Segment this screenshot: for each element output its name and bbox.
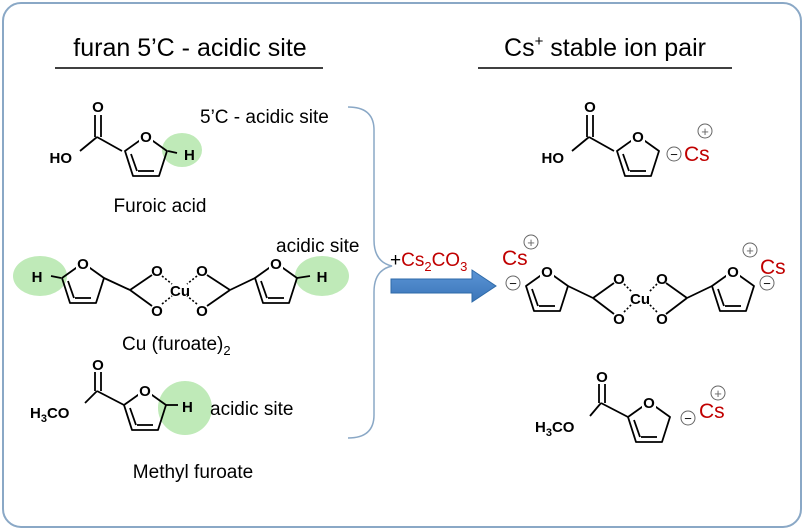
atom-ho: HO [50, 150, 73, 167]
atom-h: H [32, 269, 43, 286]
atom-o: O [656, 311, 668, 328]
positive-charge: + [714, 386, 722, 401]
right-heading: Cs+ stable ion pair [504, 33, 706, 62]
positive-charge-icon [697, 123, 713, 139]
methyl-furoate-name: Methyl furoate [133, 462, 253, 483]
cs-methyl-furoate-ion-pair: O O H3CO − Cs + [535, 369, 726, 443]
positive-charge-icon [742, 242, 758, 258]
atom-cu: Cu [630, 291, 650, 308]
atom-o: O [613, 311, 625, 328]
atom-methoxy: H3CO [30, 405, 70, 425]
cesium-cation: Cs [684, 143, 710, 166]
cs-cu-furoate-ion-pair: Cs + − O O O O O O Cu − Cs [502, 234, 786, 328]
atom-o: O [727, 264, 739, 281]
atom-o: O [270, 256, 282, 273]
atom-h: H [182, 399, 193, 416]
negative-charge-icon [759, 275, 775, 291]
atom-o: O [596, 369, 608, 386]
atom-h: H [317, 269, 328, 286]
atom-ho: HO [542, 150, 565, 167]
positive-charge: + [527, 235, 535, 250]
furoic-acid-molecule: O O HO H [50, 99, 202, 177]
methyl-site-label: acidic site [210, 399, 293, 420]
right-panel: Cs+ stable ion pair O O HO − Cs + Cs + − [478, 33, 786, 443]
atom-o: O [139, 383, 151, 400]
atom-h: H [184, 147, 195, 164]
atom-o: O [77, 256, 89, 273]
atom-o: O [656, 271, 668, 288]
atom-methoxy: H3CO [535, 419, 575, 439]
atom-o: O [140, 129, 152, 146]
atom-o: O [584, 99, 596, 116]
atom-o: O [632, 129, 644, 146]
negative-charge-icon [666, 146, 682, 162]
cesium-cation: Cs [699, 400, 725, 423]
positive-charge: + [746, 243, 754, 258]
grouping-brace [347, 106, 393, 439]
acidic-site-highlight [295, 256, 349, 296]
atom-o: O [613, 271, 625, 288]
cs-furoate-ion-pair: O O HO − Cs + [542, 99, 713, 177]
negative-charge: − [684, 411, 692, 426]
left-panel: furan 5’C - acidic site O O HO H 5’C - a… [13, 34, 359, 483]
cesium-cation: Cs [760, 256, 786, 279]
reagent-label: +Cs2CO3 [390, 250, 467, 274]
negative-charge: − [509, 276, 517, 291]
negative-charge: − [763, 276, 771, 291]
atom-o: O [151, 303, 163, 320]
atom-o: O [541, 264, 553, 281]
acidic-site-highlight [158, 381, 212, 435]
atom-o: O [151, 263, 163, 280]
furoic-acid-name: Furoic acid [114, 196, 207, 217]
positive-charge: + [701, 124, 709, 139]
reaction-arrow [390, 269, 497, 303]
methyl-furoate-molecule: O O H3CO H [30, 357, 212, 435]
atom-o: O [643, 395, 655, 412]
atom-o: O [196, 263, 208, 280]
furoic-site-label: 5’C - acidic site [200, 107, 329, 128]
cu-furoate-molecule: O O O O O O Cu H H [13, 252, 349, 320]
positive-charge-icon [710, 385, 726, 401]
negative-charge-icon [680, 410, 696, 426]
negative-charge-icon [505, 275, 521, 291]
negative-charge: − [670, 147, 678, 162]
atom-o: O [196, 303, 208, 320]
cesium-cation: Cs [502, 247, 528, 270]
positive-charge-icon [523, 234, 539, 250]
acidic-site-highlight [13, 256, 67, 296]
atom-o: O [92, 357, 104, 374]
acidic-site-highlight [162, 133, 202, 167]
atom-cu: Cu [170, 283, 190, 300]
left-heading: furan 5’C - acidic site [73, 34, 306, 62]
cu-site-label: acidic site [276, 236, 359, 257]
atom-o: O [92, 99, 104, 116]
cu-furoate-name: Cu (furoate)2 [122, 334, 231, 358]
